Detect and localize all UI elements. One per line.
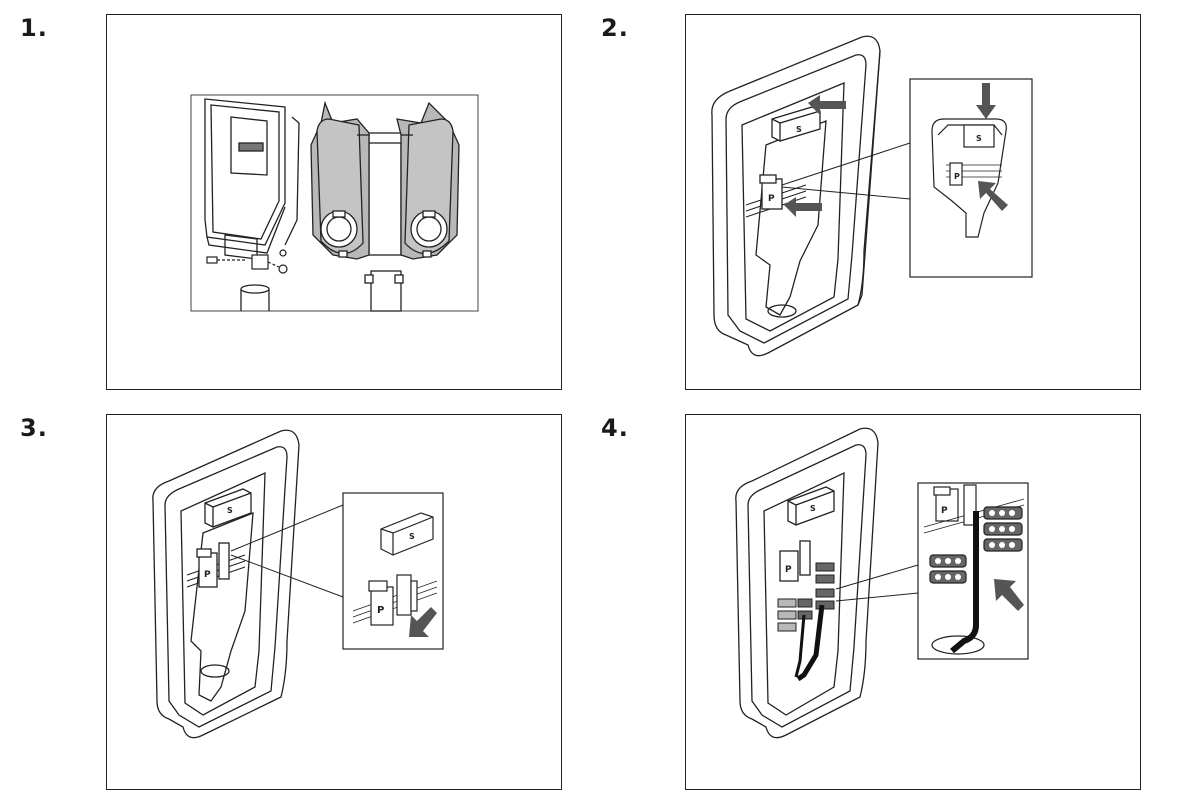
zoom-inset: S P xyxy=(342,492,444,650)
pole xyxy=(240,284,270,311)
mounting-screw-icon xyxy=(206,249,288,274)
step-number-2: 2. xyxy=(601,14,629,42)
inset-module-s-label: S xyxy=(976,134,982,143)
module-s-label: S xyxy=(810,504,816,513)
module-s: S xyxy=(204,488,252,528)
charging-socket-icon xyxy=(320,210,358,248)
arrow-icon xyxy=(784,95,846,217)
step-1-panel xyxy=(106,14,562,390)
arrow-icon xyxy=(976,83,1008,211)
cable xyxy=(796,604,825,682)
module-p-label: P xyxy=(785,565,792,575)
module-s-label: S xyxy=(227,506,233,515)
charger-enclosure xyxy=(735,427,879,739)
charger-enclosure xyxy=(152,429,300,739)
module-s: S xyxy=(787,486,835,526)
inset-module-p-label: P xyxy=(941,506,948,516)
step-3-panel: S P S P xyxy=(106,414,562,790)
charger-enclosure xyxy=(711,35,881,357)
step-2-illustration: S P S P xyxy=(711,35,1033,357)
module-p: P xyxy=(779,540,811,582)
arrow-icon xyxy=(994,579,1024,611)
module-p: P xyxy=(759,174,783,210)
step-number-3: 3. xyxy=(20,414,48,442)
inset-module-p-label: P xyxy=(377,605,384,616)
step-number-4: 4. xyxy=(601,414,629,442)
charging-socket-icon xyxy=(410,210,448,248)
cable xyxy=(794,614,806,678)
module-p-label: P xyxy=(768,194,775,204)
arrow-icon xyxy=(409,607,437,637)
inset-module-p-label: P xyxy=(954,172,960,181)
module-p: P xyxy=(196,542,230,588)
module-p-label: P xyxy=(204,570,211,580)
zoom-inset: P xyxy=(917,482,1029,660)
step-4-illustration: S P P xyxy=(735,427,1029,739)
step-3-illustration: S P S P xyxy=(152,429,444,739)
inset-module-s-label: S xyxy=(409,532,415,541)
pole xyxy=(364,270,404,312)
terminal-block xyxy=(777,562,835,632)
mounting-bracket xyxy=(204,98,300,260)
holster-assembly xyxy=(310,100,460,260)
module-s-label: S xyxy=(796,125,802,134)
step-1-illustration xyxy=(190,94,479,312)
step-4-panel: S P P xyxy=(685,414,1141,790)
module-s: S xyxy=(771,106,821,142)
step-number-1: 1. xyxy=(20,14,48,42)
step-2-panel: S P S P xyxy=(685,14,1141,390)
zoom-inset: S P xyxy=(909,78,1033,278)
